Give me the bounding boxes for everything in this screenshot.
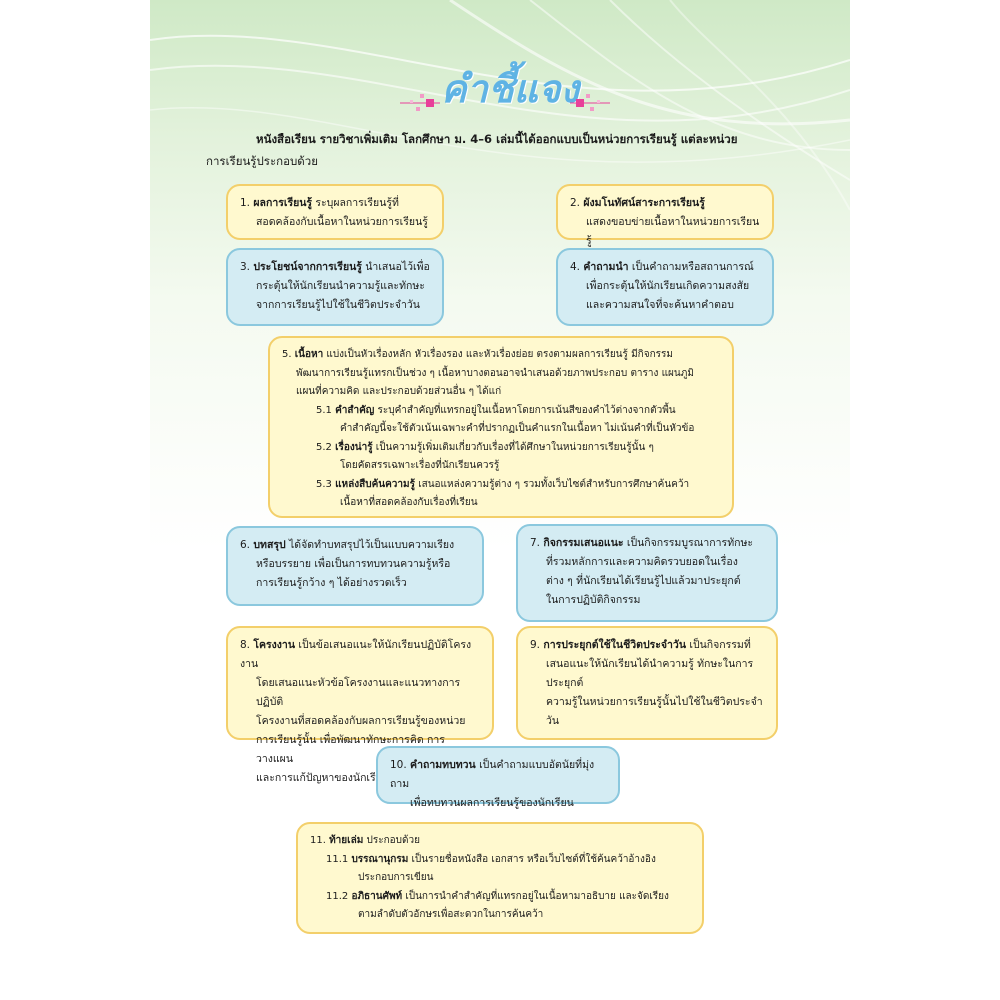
item-text: เสนอแนะให้นักเรียนได้นำความรู้ ทักษะในกา…	[546, 658, 754, 689]
item-text: หรือบรรยาย เพื่อเป็นการทบทวนความรู้หรือ	[256, 558, 451, 570]
item-number: 1.	[240, 197, 251, 209]
item-appendix: 11. ท้ายเล่ม ประกอบด้วย 11.1 บรรณานุกรม …	[296, 822, 704, 934]
item-text: กระตุ้นให้นักเรียนนำความรู้และทักษะ	[256, 280, 425, 292]
item-text: เป็นคำถามหรือสถานการณ์	[628, 261, 754, 273]
subitem-number: 11.2	[326, 890, 349, 902]
item-text: การเรียนรู้นั้น เพื่อพัฒนาทักษะการคิด กา…	[256, 734, 445, 765]
item-text: เป็นกิจกรรมบูรณาการทักษะ	[623, 537, 754, 549]
item-leading-question: 4. คำถามนำ เป็นคำถามหรือสถานการณ์ เพื่อก…	[556, 248, 774, 326]
document-page: คำชี้แจง หนังสือเรียน รายวิชาเพิ่มเติม โ…	[150, 0, 850, 1000]
intro-line-2: การเรียนรู้ประกอบด้วย	[206, 154, 318, 168]
subitem-resources: 5.3 แหล่งสืบค้นความรู้ เสนอแหล่งความรู้ต…	[282, 476, 720, 513]
subitem-keywords: 5.1 คำสำคัญ ระบุคำสำคัญที่แทรกอยู่ในเนื้…	[282, 402, 720, 439]
item-number: 7.	[530, 537, 541, 549]
item-heading: เนื้อหา	[294, 349, 324, 360]
subitem-heading: แหล่งสืบค้นความรู้	[335, 478, 416, 490]
item-learning-outcomes: 1. ผลการเรียนรู้ ระบุผลการเรียนรู้ที่ สอ…	[226, 184, 444, 240]
item-text: จากการเรียนรู้ไปใช้ในชีวิตประจำวัน	[256, 299, 420, 311]
item-text: ที่รวมหลักการและความคิดรวบยอดในเรื่อง	[546, 556, 738, 568]
subitem-number: 5.1	[316, 404, 332, 416]
item-text: ได้จัดทำบทสรุปไว้เป็นแบบความเรียง	[285, 539, 455, 551]
subitem-text: เป็นความรู้เพิ่มเติมเกี่ยวกับเรื่องที่ได…	[372, 441, 654, 453]
subitem-text: เสนอแหล่งความรู้ต่าง ๆ รวมทั้งเว็บไซต์สำ…	[415, 478, 690, 490]
item-text: ต่าง ๆ ที่นักเรียนได้เรียนรู้ไปแล้วมาประ…	[546, 575, 741, 587]
subitem-number: 5.3	[316, 478, 332, 490]
item-review-questions: 10. คำถามทบทวน เป็นคำถามแบบอัตนัยที่มุ่ง…	[376, 746, 620, 809]
item-heading: การประยุกต์ใช้ในชีวิตประจำวัน	[543, 639, 687, 651]
subitem-text: ตามลำดับตัวอักษรเพื่อสะดวกในการค้นคว้า	[358, 909, 544, 920]
subitem-text: ระบุคำสำคัญที่แทรกอยู่ในเนื้อหาโดยการเน้…	[374, 404, 676, 416]
item-text: เป็นกิจกรรมที่	[686, 639, 751, 651]
subitem-heading: บรรณานุกรม	[351, 853, 409, 865]
item-text: การเรียนรู้กว้าง ๆ ได้อย่างรวดเร็ว	[256, 577, 407, 589]
item-text: นำเสนอไว้เพื่อ	[361, 261, 430, 273]
subitem-text: ประกอบการเขียน	[358, 872, 434, 883]
item-project: 8. โครงงาน เป็นข้อเสนอแนะให้นักเรียนปฏิบ…	[226, 626, 494, 784]
item-text: ประกอบด้วย	[363, 835, 420, 846]
item-text: ระบุผลการเรียนรู้ที่	[312, 197, 399, 209]
item-summary: 6. บทสรุป ได้จัดทำบทสรุปไว้เป็นแบบความเร…	[226, 526, 484, 606]
item-text: ความรู้ในหน่วยการเรียนรู้นั้นไปใช้ในชีวิ…	[546, 696, 763, 727]
item-number: 8.	[240, 639, 251, 651]
subitem-glossary: 11.2 อภิธานศัพท์ เป็นการนำคำสำคัญที่แทรก…	[310, 888, 690, 925]
item-heading: ประโยชน์จากการเรียนรู้	[253, 261, 362, 273]
item-number: 3.	[240, 261, 251, 273]
pink-sparkle-deco-right	[570, 94, 610, 111]
item-number: 6.	[240, 539, 251, 551]
subitem-text: เป็นการนำคำสำคัญที่แทรกอยู่ในเนื้อหามาอธ…	[402, 890, 669, 902]
item-text: และการแก้ปัญหาของนักเรียน	[256, 772, 389, 784]
item-suggested-activities: 7. กิจกรรมเสนอแนะ เป็นกิจกรรมบูรณาการทัก…	[516, 524, 778, 622]
subitem-text: เนื้อหาที่สอดคล้องกับเรื่องที่เรียน	[340, 497, 478, 508]
item-text: สอดคล้องกับเนื้อหาในหน่วยการเรียนรู้	[256, 216, 428, 228]
subitem-text: โดยคัดสรรเฉพาะเรื่องที่นักเรียนควรรู้	[340, 460, 500, 471]
item-number: 2.	[570, 197, 581, 209]
item-text: แสดงขอบข่ายเนื้อหาในหน่วยการเรียนรู้	[586, 216, 760, 247]
item-number: 5.	[282, 349, 292, 360]
subitem-heading: คำสำคัญ	[335, 404, 375, 416]
intro-paragraph: หนังสือเรียน รายวิชาเพิ่มเติม โลกศึกษา ม…	[206, 128, 796, 172]
item-daily-life-application: 9. การประยุกต์ใช้ในชีวิตประจำวัน เป็นกิจ…	[516, 626, 778, 740]
subitem-number: 5.2	[316, 441, 332, 453]
subitem-text: คำสำคัญนี้จะใช้ตัวเน้นเฉพาะคำที่ปรากฏเป็…	[340, 423, 695, 434]
item-text: เพื่อทบทวนผลการเรียนรู้ของนักเรียน	[410, 797, 574, 809]
item-text: ในการปฏิบัติกิจกรรม	[546, 594, 641, 606]
item-text: เพื่อกระตุ้นให้นักเรียนเกิดความสงสัย	[586, 280, 750, 292]
item-heading: โครงงาน	[253, 639, 296, 651]
item-heading: ผลการเรียนรู้	[253, 197, 313, 209]
item-text: โดยเสนอแนะหัวข้อโครงงานและแนวทางการปฏิบั…	[256, 677, 461, 708]
subitem-bibliography: 11.1 บรรณานุกรม เป็นรายชื่อหนังสือ เอกสา…	[310, 851, 690, 888]
page-title: คำชี้แจง	[441, 67, 579, 111]
subitem-number: 11.1	[326, 853, 349, 865]
item-number: 10.	[390, 759, 407, 771]
item-number: 4.	[570, 261, 581, 273]
subitem-text: เป็นรายชื่อหนังสือ เอกสาร หรือเว็บไซต์ที…	[408, 853, 656, 865]
subitem-did-you-know: 5.2 เรื่องน่ารู้ เป็นความรู้เพิ่มเติมเกี…	[282, 439, 720, 476]
item-heading: กิจกรรมเสนอแนะ	[543, 537, 624, 549]
item-heading: ท้ายเล่ม	[329, 835, 364, 846]
item-text: พัฒนาการเรียนรู้แทรกเป็นช่วง ๆ เนื้อหาบา…	[296, 367, 694, 379]
subitem-heading: เรื่องน่ารู้	[335, 441, 373, 453]
pink-sparkle-deco-left	[400, 94, 440, 111]
item-content: 5. เนื้อหา แบ่งเป็นหัวเรื่องหลัก หัวเรื่…	[268, 336, 734, 518]
item-text: และความสนใจที่จะค้นหาคำตอบ	[586, 299, 734, 311]
item-text: แผนที่ความคิด และประกอบด้วยส่วนอื่น ๆ ได…	[296, 386, 502, 397]
item-concept-map: 2. ผังมโนทัศน์สาระการเรียนรู้ แสดงขอบข่า…	[556, 184, 774, 247]
subitem-heading: อภิธานศัพท์	[351, 890, 403, 902]
item-text: แบ่งเป็นหัวเรื่องหลัก หัวเรื่องรอง และหั…	[323, 349, 673, 360]
item-number: 11.	[310, 835, 326, 846]
background-wave-art	[150, 0, 850, 211]
item-heading: คำถามนำ	[583, 261, 629, 273]
item-text: เป็นข้อเสนอแนะให้นักเรียนปฏิบัติโครงงาน	[240, 639, 472, 670]
item-number: 9.	[530, 639, 541, 651]
intro-line-1: หนังสือเรียน รายวิชาเพิ่มเติม โลกศึกษา ม…	[256, 132, 738, 146]
item-heading: คำถามทบทวน	[410, 759, 476, 771]
item-heading: บทสรุป	[253, 539, 286, 551]
item-heading: ผังมโนทัศน์สาระการเรียนรู้	[583, 197, 705, 209]
item-text: เป็นคำถามแบบอัตนัยที่มุ่งถาม	[390, 759, 595, 790]
item-learning-benefits: 3. ประโยชน์จากการเรียนรู้ นำเสนอไว้เพื่อ…	[226, 248, 444, 326]
item-text: โครงงานที่สอดคล้องกับผลการเรียนรู้ของหน่…	[256, 715, 466, 727]
